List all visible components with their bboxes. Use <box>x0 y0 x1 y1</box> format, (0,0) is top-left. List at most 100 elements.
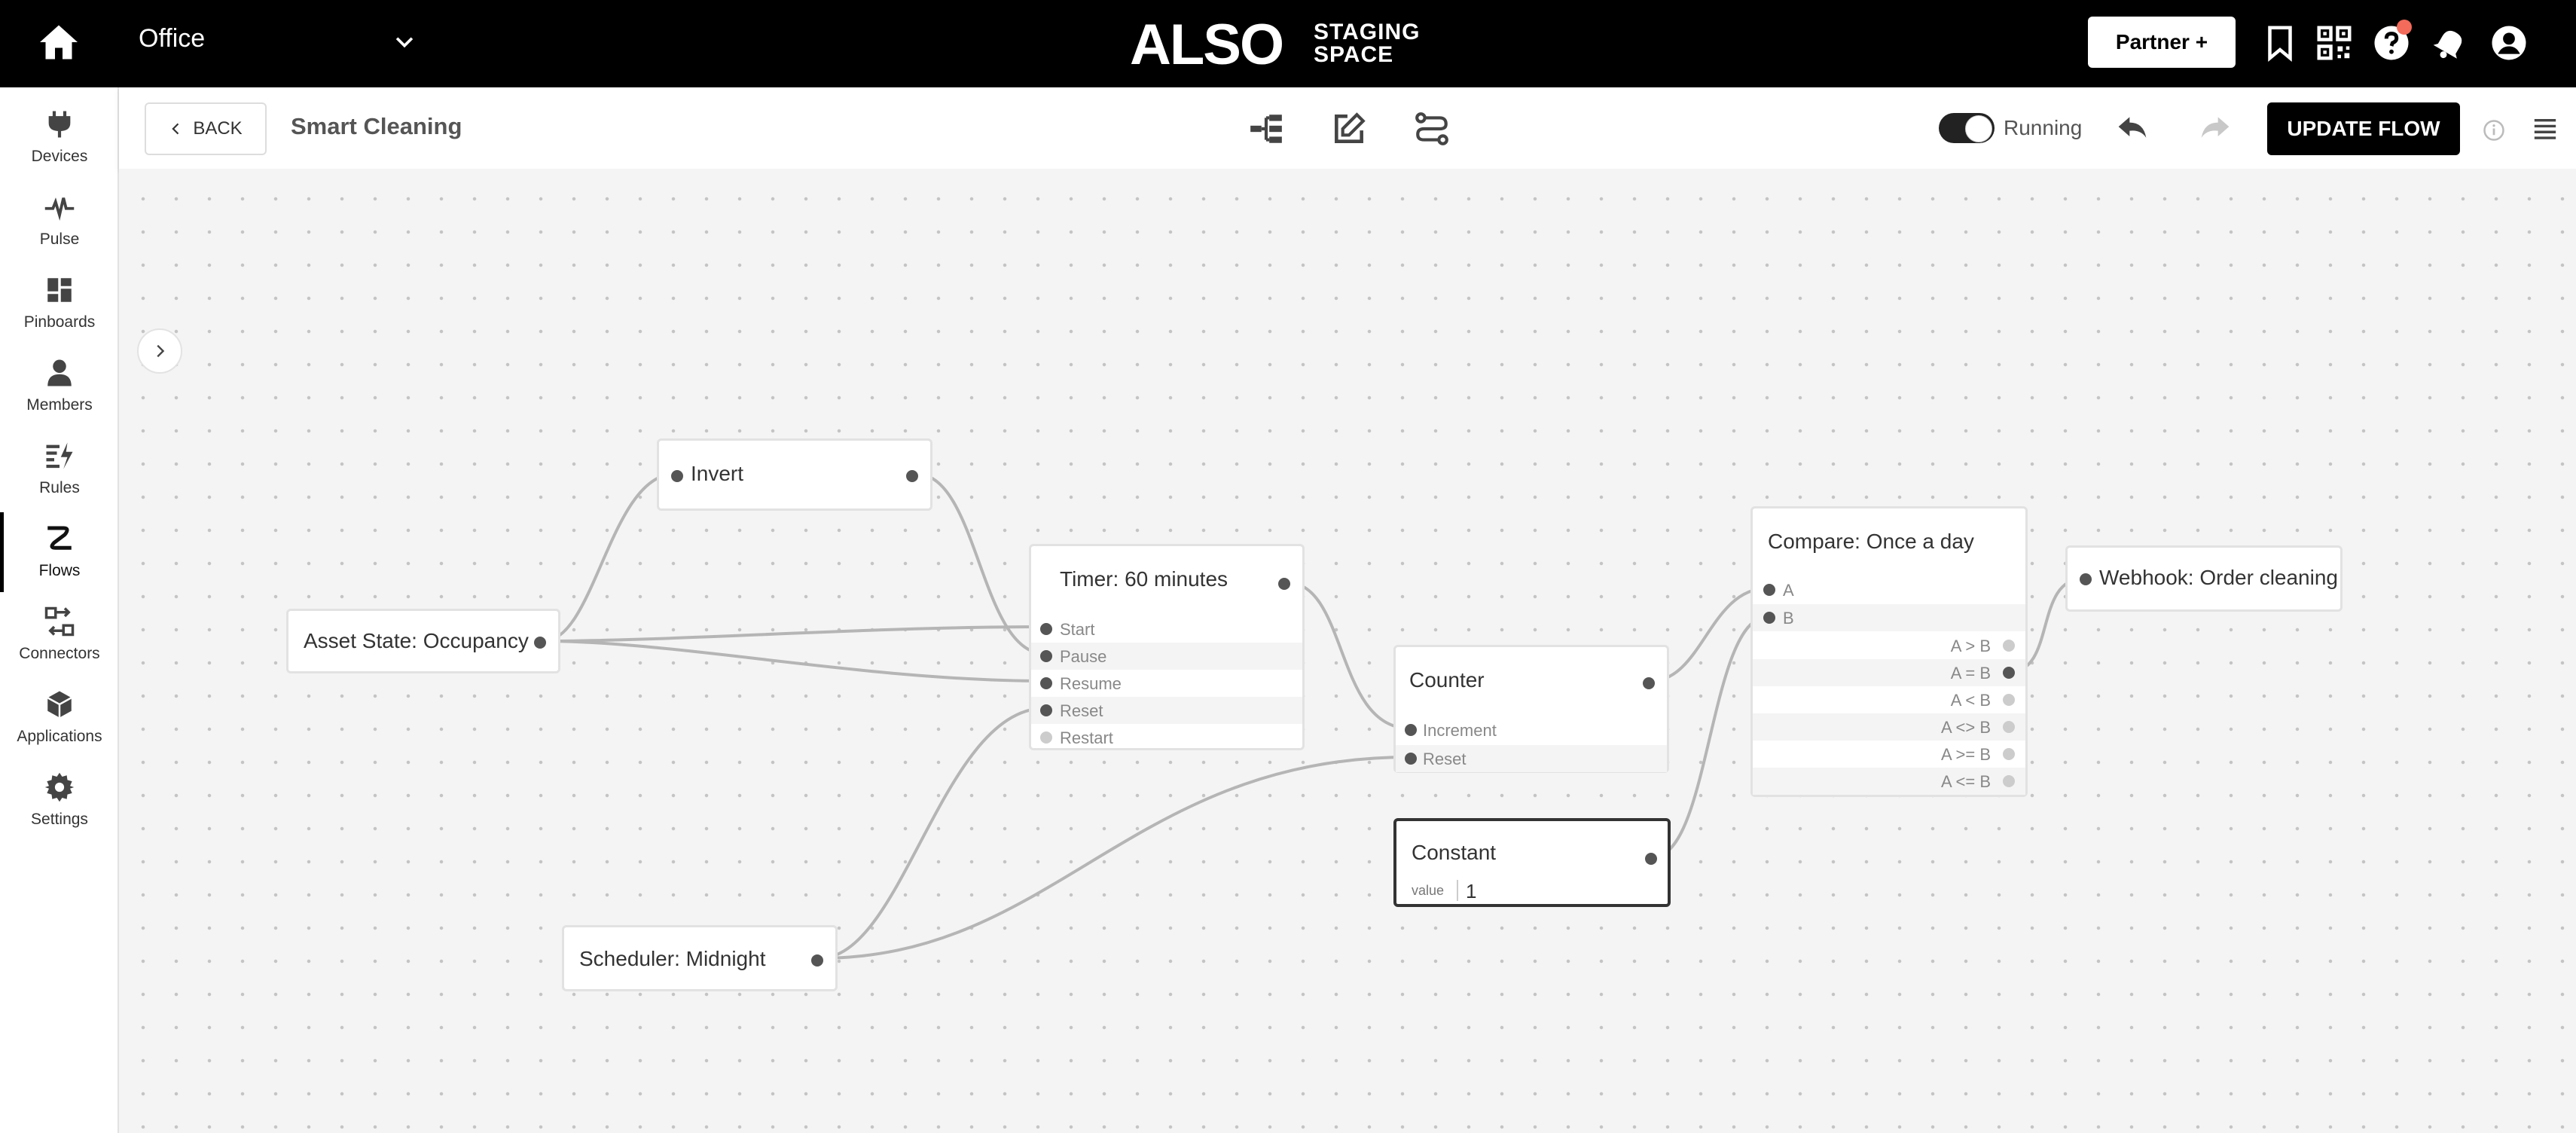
partner-button[interactable]: Partner + <box>2088 17 2236 68</box>
sidebar-item-connectors[interactable]: Connectors <box>0 595 119 675</box>
sidebar-item-members[interactable]: Members <box>0 347 119 426</box>
sidebar-item-pulse[interactable]: Pulse <box>0 181 119 261</box>
output-port[interactable] <box>2003 775 2015 787</box>
back-button[interactable]: BACK <box>145 102 267 155</box>
output-label: A <> B <box>1940 718 1991 737</box>
sidebar-item-label: Rules <box>39 479 80 496</box>
node-webhook[interactable]: Webhook: Order cleaning <box>2065 545 2343 612</box>
back-button-label: BACK <box>193 118 243 139</box>
route-icon[interactable] <box>1413 110 1451 148</box>
input-label: Restart <box>1060 728 1113 747</box>
home-icon[interactable] <box>36 20 81 65</box>
node-title: Asset State: Occupancy <box>304 629 529 652</box>
sidebar: Devices Pulse Pinboards Members Rules Fl… <box>0 87 119 1133</box>
undo-icon[interactable] <box>2114 111 2151 145</box>
node-constant[interactable]: Constant value 1 <box>1393 818 1671 907</box>
info-icon[interactable] <box>2483 119 2505 142</box>
input-row-restart[interactable]: Restart <box>1031 724 1302 751</box>
sidebar-item-devices[interactable]: Devices <box>0 98 119 178</box>
node-asset-state[interactable]: Asset State: Occupancy <box>286 609 560 673</box>
node-invert[interactable]: Invert <box>657 438 932 511</box>
redo-icon[interactable] <box>2196 111 2234 145</box>
bookmark-icon[interactable] <box>2260 23 2300 63</box>
output-row-ge[interactable]: A >= B <box>1753 741 2025 768</box>
node-title: Timer: 60 minutes <box>1060 567 1228 591</box>
constant-value-input[interactable]: 1 <box>1466 880 1477 902</box>
input-port[interactable] <box>1040 650 1052 662</box>
user-account-icon[interactable] <box>2489 23 2529 63</box>
bell-icon[interactable] <box>2430 23 2471 63</box>
node-timer[interactable]: Timer: 60 minutes Start Pause Resume Res… <box>1029 544 1305 750</box>
input-port[interactable] <box>1040 731 1052 744</box>
output-label: A < B <box>1950 691 1991 710</box>
input-row-resume[interactable]: Resume <box>1031 670 1302 697</box>
output-port[interactable] <box>811 954 823 967</box>
output-row-ne[interactable]: A <> B <box>1753 713 2025 741</box>
input-port[interactable] <box>1040 677 1052 689</box>
hierarchy-icon[interactable] <box>1247 110 1285 148</box>
input-port[interactable] <box>1405 724 1417 736</box>
workspace-name[interactable]: Office <box>139 24 206 53</box>
node-compare[interactable]: Compare: Once a day A B A > B A = B A < … <box>1750 506 2028 797</box>
input-port[interactable] <box>1763 612 1775 624</box>
input-row-reset[interactable]: Reset <box>1031 697 1302 724</box>
input-port[interactable] <box>1405 753 1417 765</box>
sidebar-item-applications[interactable]: Applications <box>0 678 119 758</box>
plug-icon <box>48 111 71 138</box>
output-port[interactable] <box>534 637 546 649</box>
help-icon[interactable] <box>2371 23 2412 63</box>
node-scheduler[interactable]: Scheduler: Midnight <box>562 925 838 991</box>
edit-icon[interactable] <box>1330 110 1368 148</box>
input-row-a[interactable]: A <box>1753 576 2025 603</box>
output-port[interactable] <box>2003 694 2015 706</box>
qr-code-icon[interactable] <box>2314 23 2355 63</box>
input-row-pause[interactable]: Pause <box>1031 643 1302 670</box>
input-label: Increment <box>1423 721 1497 740</box>
sidebar-item-settings[interactable]: Settings <box>0 761 119 841</box>
input-label: A <box>1783 581 1794 600</box>
logo-sub: STAGING SPACE <box>1314 21 1420 66</box>
input-row-increment[interactable]: Increment <box>1396 716 1667 744</box>
input-port[interactable] <box>1040 704 1052 716</box>
node-counter[interactable]: Counter Increment Reset <box>1393 645 1669 773</box>
output-port[interactable] <box>906 470 918 482</box>
output-port[interactable] <box>1643 677 1655 689</box>
sidebar-item-pinboards[interactable]: Pinboards <box>0 264 119 344</box>
running-toggle[interactable] <box>1939 113 1995 143</box>
output-port[interactable] <box>2003 667 2015 679</box>
expand-panel-button[interactable] <box>137 328 182 374</box>
input-port[interactable] <box>1040 623 1052 635</box>
output-row-le[interactable]: A <= B <box>1753 768 2025 795</box>
output-port[interactable] <box>2003 640 2015 652</box>
input-row-b[interactable]: B <box>1753 604 2025 631</box>
sidebar-item-flows[interactable]: Flows <box>0 512 119 592</box>
connectors-icon <box>44 606 75 637</box>
output-row-lt[interactable]: A < B <box>1753 686 2025 713</box>
pulse-icon <box>44 197 75 221</box>
value-separator <box>1457 880 1458 901</box>
output-row-gt[interactable]: A > B <box>1753 632 2025 659</box>
sidebar-item-label: Members <box>26 396 93 414</box>
input-port[interactable] <box>671 470 683 482</box>
input-row-start[interactable]: Start <box>1031 615 1302 643</box>
update-flow-button[interactable]: UPDATE FLOW <box>2267 102 2460 155</box>
list-icon[interactable] <box>2531 116 2559 142</box>
input-port[interactable] <box>2080 573 2092 585</box>
sidebar-item-label: Pinboards <box>23 313 96 331</box>
node-title: Webhook: Order cleaning <box>2099 566 2338 589</box>
sidebar-item-label: Settings <box>31 811 88 828</box>
chevron-down-icon[interactable] <box>392 29 417 54</box>
output-port[interactable] <box>1278 578 1290 590</box>
output-port[interactable] <box>2003 721 2015 733</box>
sidebar-item-label: Applications <box>17 728 102 745</box>
sidebar-item-rules[interactable]: Rules <box>0 429 119 509</box>
input-row-reset[interactable]: Reset <box>1396 745 1667 772</box>
output-row-eq[interactable]: A = B <box>1753 659 2025 686</box>
input-port[interactable] <box>1763 584 1775 596</box>
flows-icon <box>47 526 72 550</box>
chevron-left-icon <box>172 123 179 135</box>
running-status-label: Running <box>2004 116 2083 139</box>
output-port[interactable] <box>1645 853 1657 865</box>
node-title: Compare: Once a day <box>1768 530 1974 553</box>
output-port[interactable] <box>2003 748 2015 760</box>
